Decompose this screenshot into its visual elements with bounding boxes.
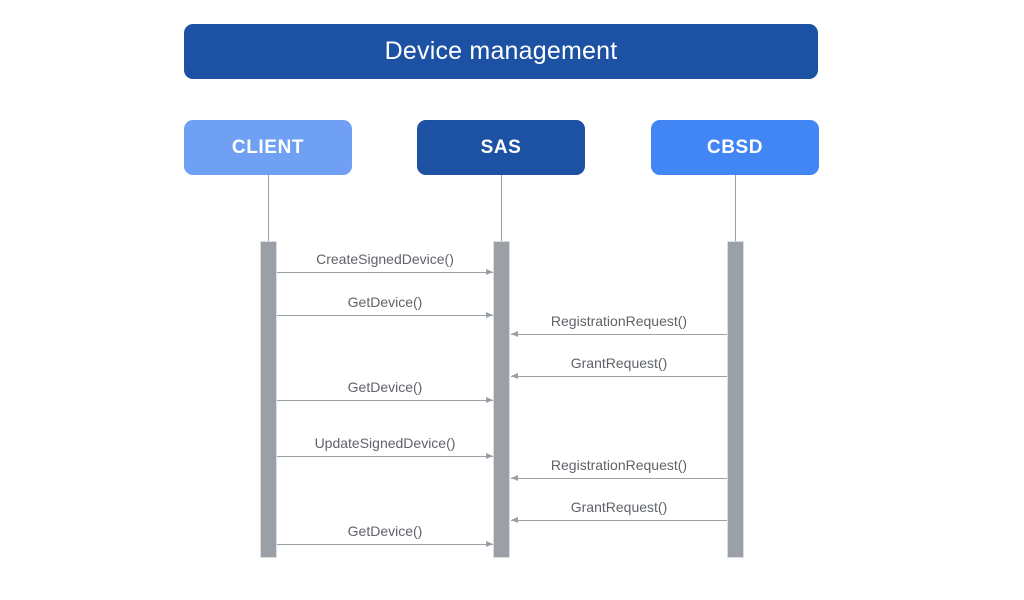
- message-line: [511, 376, 727, 377]
- participant-label-client: CLIENT: [231, 137, 305, 158]
- lifeline-client: [268, 175, 269, 241]
- message-line: [511, 334, 727, 335]
- message-label: GrantRequest(): [570, 499, 668, 515]
- message-line: [277, 456, 493, 457]
- arrowhead-left-icon: [511, 516, 518, 523]
- arrowhead-right-icon: [486, 540, 493, 547]
- message-label: RegistrationRequest(): [550, 457, 688, 473]
- message-line: [511, 520, 727, 521]
- arrowhead-right-icon: [486, 268, 493, 275]
- message-line: [277, 544, 493, 545]
- arrowhead-right-icon: [486, 311, 493, 318]
- message-label: GetDevice(): [347, 523, 423, 539]
- message-line: [277, 272, 493, 273]
- message-label: GrantRequest(): [570, 355, 668, 371]
- page-title: Device management: [384, 37, 618, 65]
- arrowhead-right-icon: [486, 396, 493, 403]
- participant-box-sas: SAS: [417, 120, 585, 175]
- activation-bar-sas: [493, 241, 510, 558]
- diagram-title-bar: Device management: [184, 24, 818, 79]
- arrowhead-right-icon: [486, 452, 493, 459]
- message-label: UpdateSignedDevice(): [314, 435, 456, 451]
- message-label: GetDevice(): [347, 294, 423, 310]
- arrowhead-left-icon: [511, 372, 518, 379]
- lifeline-sas: [501, 175, 502, 241]
- message-line: [277, 400, 493, 401]
- activation-bar-client: [260, 241, 277, 558]
- participant-label-sas: SAS: [480, 137, 522, 158]
- message-line: [511, 478, 727, 479]
- message-label: CreateSignedDevice(): [316, 251, 454, 267]
- lifeline-cbsd: [735, 175, 736, 241]
- message-label: GetDevice(): [347, 379, 423, 395]
- message-line: [277, 315, 493, 316]
- participant-box-client: CLIENT: [184, 120, 352, 175]
- arrowhead-left-icon: [511, 330, 518, 337]
- message-label: RegistrationRequest(): [550, 313, 688, 329]
- participant-label-cbsd: CBSD: [706, 137, 764, 158]
- participant-box-cbsd: CBSD: [651, 120, 819, 175]
- activation-bar-cbsd: [727, 241, 744, 558]
- arrowhead-left-icon: [511, 474, 518, 481]
